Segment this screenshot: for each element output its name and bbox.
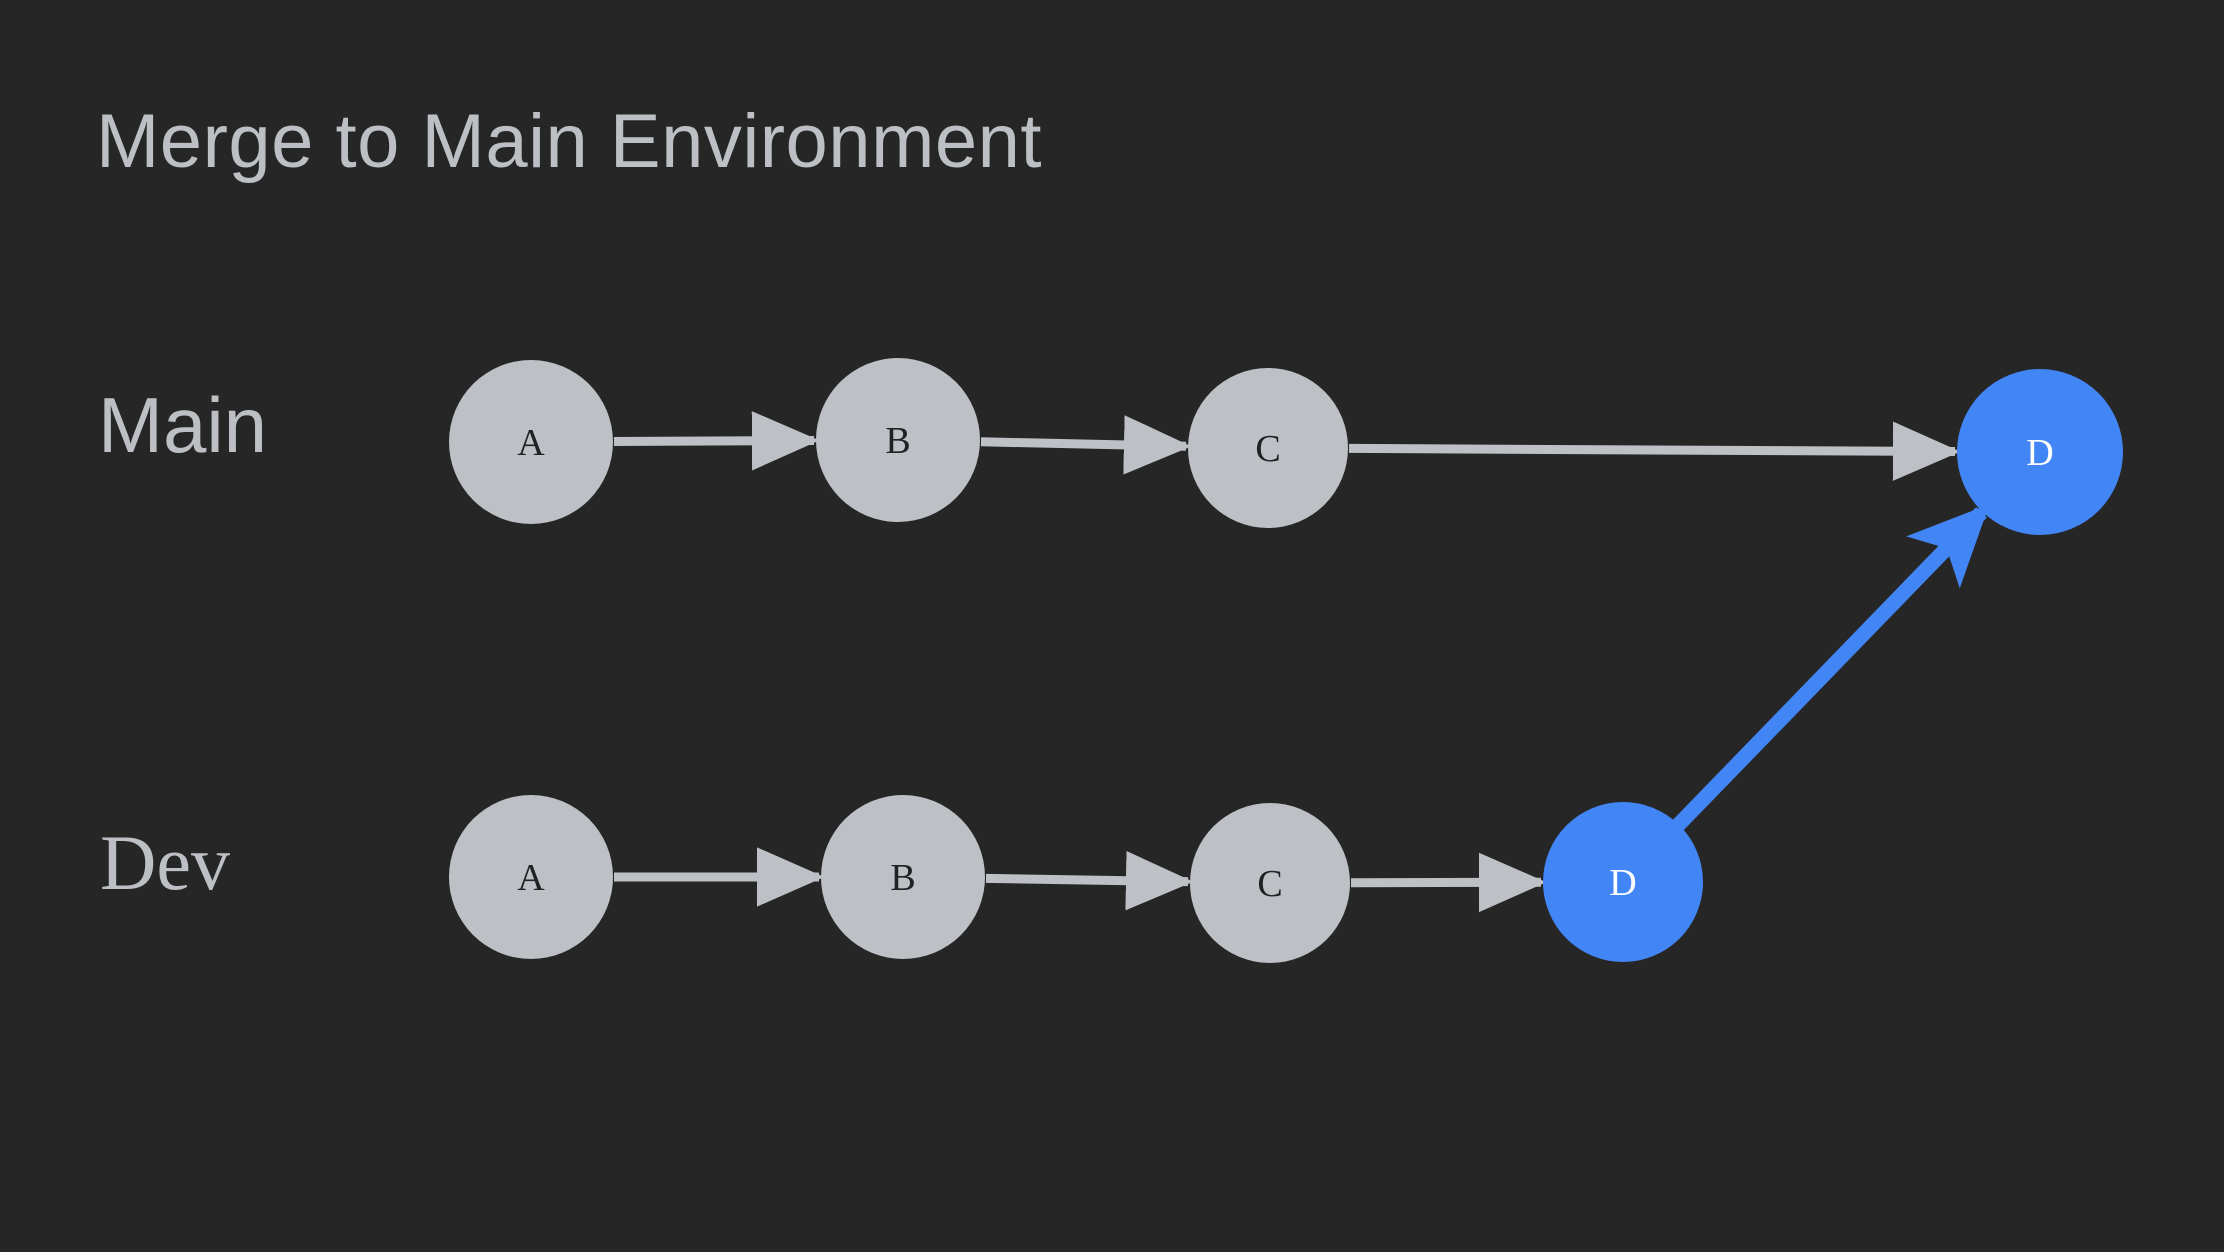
merge-edge-layer: [1670, 504, 1990, 833]
node-circle: [821, 795, 985, 959]
node-circle: [1543, 802, 1703, 962]
node-circle: [1957, 369, 2123, 535]
commit-node-main-a[interactable]: A: [449, 360, 613, 524]
node-circle: [1190, 803, 1350, 963]
node-circle: [1188, 368, 1348, 528]
node-circle: [816, 358, 980, 522]
node-label: C: [1257, 863, 1282, 905]
node-circle: [449, 360, 613, 524]
node-label: B: [890, 857, 915, 899]
edge-main-b-to-main-c: [980, 415, 1192, 475]
commit-node-dev-d[interactable]: D: [1543, 802, 1703, 962]
node-label: A: [517, 857, 545, 899]
commit-node-main-b[interactable]: B: [816, 358, 980, 522]
edge-dev-b-to-dev-c: [985, 850, 1194, 911]
page-title: Merge to Main Environment: [96, 99, 1043, 184]
commit-node-dev-a[interactable]: A: [449, 795, 613, 959]
node-circle: [449, 795, 613, 959]
node-label: B: [885, 420, 910, 462]
branch-label-main: Main: [98, 381, 268, 469]
commit-node-dev-c[interactable]: C: [1190, 803, 1350, 963]
node-label: A: [517, 422, 545, 464]
edges-layer: [613, 411, 1961, 913]
commit-node-main-c[interactable]: C: [1188, 368, 1348, 528]
node-label: C: [1255, 428, 1280, 470]
node-label: D: [2026, 432, 2053, 474]
commit-node-dev-b[interactable]: B: [821, 795, 985, 959]
edge-dev-c-to-dev-d: [1350, 852, 1547, 913]
edge-main-c-to-main-d: [1348, 421, 1961, 481]
edge-main-a-to-main-b: [613, 411, 820, 471]
commit-node-main-d[interactable]: D: [1957, 369, 2123, 535]
nodes-layer: A B C D A B C D: [449, 358, 2123, 963]
branch-label-dev: Dev: [100, 819, 230, 906]
node-label: D: [1609, 862, 1636, 904]
edge-dev-d-to-main-d: [1670, 504, 1990, 833]
